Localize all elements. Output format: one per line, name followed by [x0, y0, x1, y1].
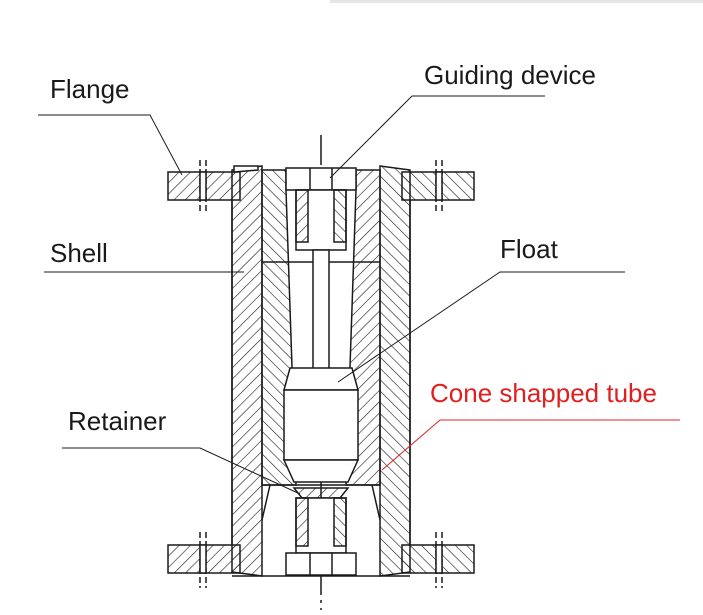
retainer-label: Retainer	[68, 406, 167, 436]
cone-leader	[381, 419, 680, 471]
float-label: Float	[500, 234, 558, 264]
cone-tube-label: Cone shapped tube	[430, 378, 657, 408]
top-flange	[167, 160, 475, 214]
top-divider	[330, 0, 703, 3]
shell-label: Shell	[50, 238, 108, 268]
guiding-device	[285, 167, 357, 251]
retainer	[285, 487, 357, 576]
float	[282, 367, 360, 483]
retainer-leader	[62, 447, 301, 495]
flange-leader	[38, 114, 183, 176]
flange-label: Flange	[50, 74, 130, 104]
guiding-leader	[329, 95, 545, 179]
guiding-device-label: Guiding device	[424, 60, 596, 90]
float-stem	[312, 249, 330, 371]
bottom-flange	[167, 532, 475, 588]
float-leader	[337, 271, 625, 383]
